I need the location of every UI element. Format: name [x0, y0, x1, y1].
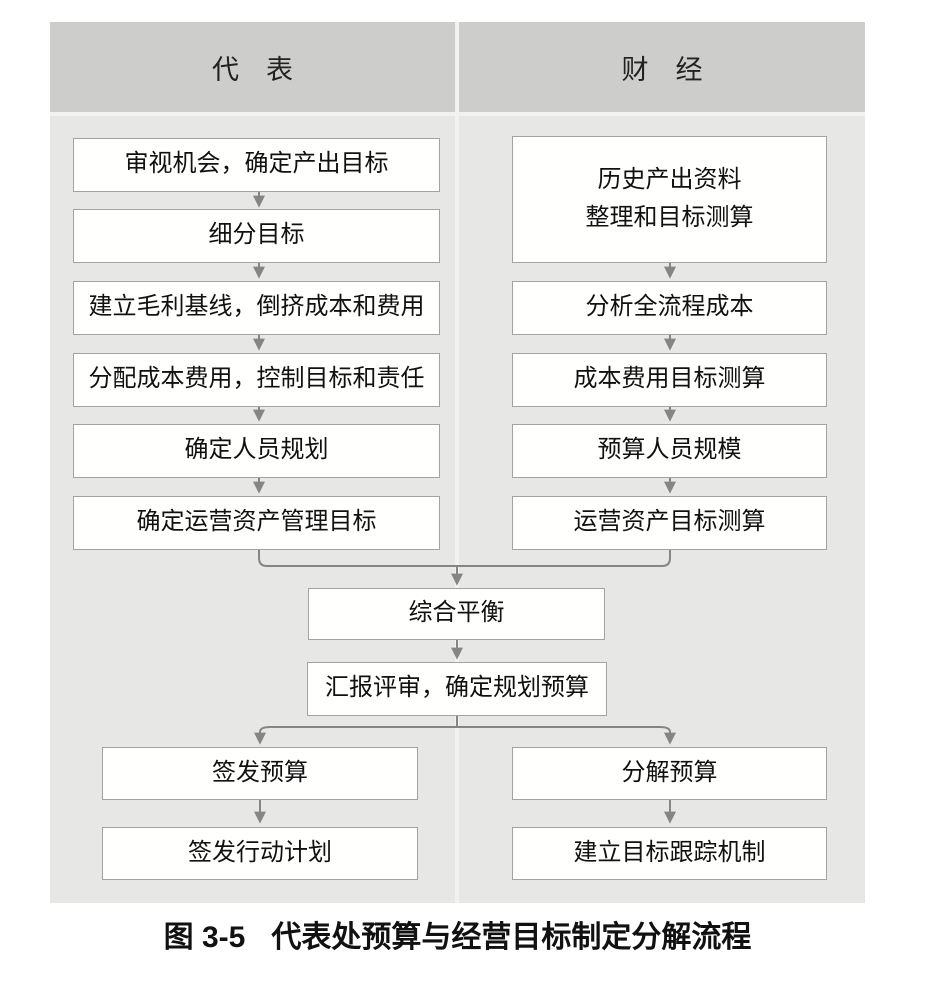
flow-box-label: 确定运营资产管理目标 [136, 509, 377, 536]
column-divider [455, 22, 459, 903]
flow-box-cost-expense-estimate: 成本费用目标测算 [512, 353, 827, 407]
flow-box-issue-budget: 签发预算 [102, 747, 418, 800]
flow-box-label-line1: 历史产出资料 [597, 167, 742, 194]
flow-box-label: 分析全流程成本 [585, 294, 754, 321]
flow-box-label: 确定人员规划 [184, 437, 329, 464]
flow-box-comprehensive-balance: 综合平衡 [308, 588, 605, 640]
flow-box-label: 建立毛利基线，倒挤成本和费用 [88, 294, 425, 321]
header-separator [50, 112, 865, 116]
flow-box-label: 审视机会，确定产出目标 [124, 151, 389, 178]
flow-box-label: 汇报评审，确定规划预算 [325, 675, 589, 702]
flow-box-operating-assets-estimate: 运营资产目标测算 [512, 496, 827, 550]
flow-box-label-line2: 整理和目标测算 [585, 204, 754, 231]
flow-box-label: 预算人员规模 [597, 437, 742, 464]
flow-box-label: 成本费用目标测算 [573, 366, 766, 393]
flow-box-label: 分解预算 [621, 759, 718, 786]
flow-box-label: 分配成本费用，控制目标和责任 [88, 366, 425, 393]
figure-number: 图 3-5 [163, 921, 246, 954]
flow-box-label: 签发行动计划 [188, 839, 332, 866]
figure-caption: 图 3-5 代表处预算与经营目标制定分解流程 [0, 912, 915, 956]
flow-box-headcount-planning: 确定人员规划 [73, 424, 440, 478]
flow-box-label: 细分目标 [208, 222, 305, 249]
flow-box-report-review: 汇报评审，确定规划预算 [307, 662, 607, 716]
flow-box-operating-assets-target: 确定运营资产管理目标 [73, 496, 440, 550]
flow-box-full-process-cost: 分析全流程成本 [512, 281, 827, 335]
flow-box-budget-headcount: 预算人员规模 [512, 424, 827, 478]
figure-title: 代表处预算与经营目标制定分解流程 [271, 921, 752, 954]
flow-box-label: 综合平衡 [408, 600, 505, 627]
flow-box-label: 建立目标跟踪机制 [573, 839, 766, 866]
column-header-finance: 财 经 [459, 22, 865, 112]
flow-box-historical-output-data: 历史产出资料 整理和目标测算 [512, 136, 827, 263]
flow-box-target-tracking: 建立目标跟踪机制 [512, 827, 827, 880]
column-header-finance-label: 财 经 [621, 54, 703, 85]
flow-box-issue-action-plan: 签发行动计划 [102, 827, 418, 880]
flow-box-decompose-budget: 分解预算 [512, 747, 827, 800]
flow-box-review-opportunities: 审视机会，确定产出目标 [73, 138, 440, 192]
flow-box-gross-margin-baseline: 建立毛利基线，倒挤成本和费用 [73, 281, 440, 335]
column-header-representative-label: 代 表 [212, 54, 293, 85]
column-header-representative: 代 表 [50, 22, 455, 112]
flow-box-allocate-costs: 分配成本费用，控制目标和责任 [73, 353, 440, 407]
flow-box-label: 运营资产目标测算 [573, 509, 766, 536]
flow-box-label: 签发预算 [212, 759, 308, 786]
flow-box-subdivide-targets: 细分目标 [73, 209, 440, 263]
